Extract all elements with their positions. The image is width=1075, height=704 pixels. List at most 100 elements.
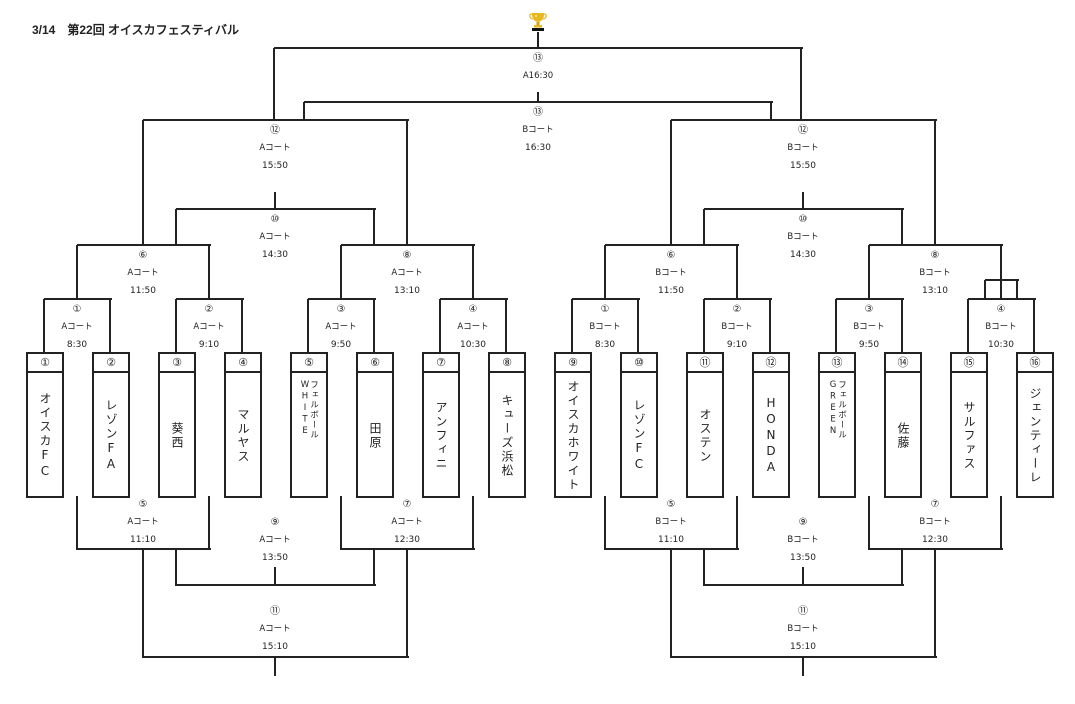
match-number: ⑦ [402,499,412,510]
bracket-line [76,245,78,300]
match-number: ② [204,304,214,315]
bracket-line [43,299,45,353]
team-name-wrap: 佐藤 [886,380,920,492]
team-seed: ① [28,354,62,373]
match-time: 13:50 [790,553,816,563]
team-name: キューズ浜松 [500,394,514,478]
match-time: 13:50 [262,553,288,563]
match-time: 9:10 [198,340,220,350]
bracket-line [671,656,937,658]
bracket-line [505,299,507,353]
team-name: 田原 [368,422,382,450]
bracket-line [605,548,739,550]
bracket-line [835,299,837,353]
bracket-line [572,298,640,300]
bracket-line [406,120,408,246]
team-name: マルヤス [236,408,250,464]
bracket-line [143,656,409,658]
match-time: 11:10 [658,535,684,545]
match-number: ⑨ [270,517,280,528]
bracket-line [604,496,606,550]
team-seed: ⑦ [424,354,458,373]
match-time: 15:50 [790,161,816,171]
team-name-wrap: オステン [688,380,722,492]
team-seed: ⑧ [490,354,524,373]
match-time: 11:50 [658,286,684,296]
match-court: Bコート [721,322,753,332]
bracket-line [274,47,803,49]
match-time: A16:30 [522,71,554,81]
team-name: HONDA [764,396,778,476]
bracket-line [208,245,210,300]
match-time: 11:10 [130,535,156,545]
match-number: ④ [468,304,478,315]
match-time: 10:30 [460,340,486,350]
team-name: オイスカホワイト [566,380,580,492]
match-court: Aコート [259,624,291,634]
bracket-line [176,298,244,300]
team-name-wrap: レゾンFA [94,380,128,492]
bracket-line [1016,280,1018,300]
match-time: 15:50 [262,161,288,171]
bracket-line [274,567,276,586]
bracket-line [984,280,986,300]
match-time: 9:10 [726,340,748,350]
bracket-line [340,245,342,300]
bracket-line [175,209,177,246]
match-label: ⑩ Bコート 14:30 [758,211,848,264]
bracket-line [671,119,937,121]
bracket-line [967,299,969,353]
match-court: Aコート [259,232,291,242]
bracket-line [704,298,772,300]
bracket-line [670,120,672,246]
bracket-line [704,584,904,586]
team-name-wrap: 田原 [358,380,392,492]
team-name-wrap: オイスカホワイト [556,380,590,492]
bracket-line [604,245,606,300]
team-seed: ⑯ [1018,354,1052,373]
bracket-line [373,549,375,586]
match-court: Bコート [655,517,687,527]
match-number: ② [732,304,742,315]
match-time: 14:30 [790,250,816,260]
match-number: ⑫ [270,125,280,136]
match-court: Bコート [853,322,885,332]
match-court: Bコート [787,232,819,242]
team-name: フェルボールWHITE [300,380,319,440]
bracket-line [802,567,804,586]
match-number: ⑤ [666,499,676,510]
match-court: Bコート [787,535,819,545]
match-number: ⑬ [533,107,543,118]
match-time: 14:30 [262,250,288,260]
team-name: フェルボールGREEN [828,380,847,440]
match-number: ⑩ [798,214,808,225]
match-time: 9:50 [858,340,880,350]
bracket-line [472,245,474,300]
team-seed: ③ [160,354,194,373]
bracket-line [869,548,1003,550]
team-name: サルファス [962,401,976,471]
team-seed: ⑭ [886,354,920,373]
match-time: 16:30 [525,143,551,153]
bracket-line [537,92,539,103]
team-name-wrap: サルファス [952,380,986,492]
bracket-line [308,298,376,300]
match-time: 11:50 [130,286,156,296]
page-title: 3/14 第22回 オイスカフェスティバル [32,23,239,37]
bracket-line [142,120,144,246]
trophy-icon [529,13,547,31]
